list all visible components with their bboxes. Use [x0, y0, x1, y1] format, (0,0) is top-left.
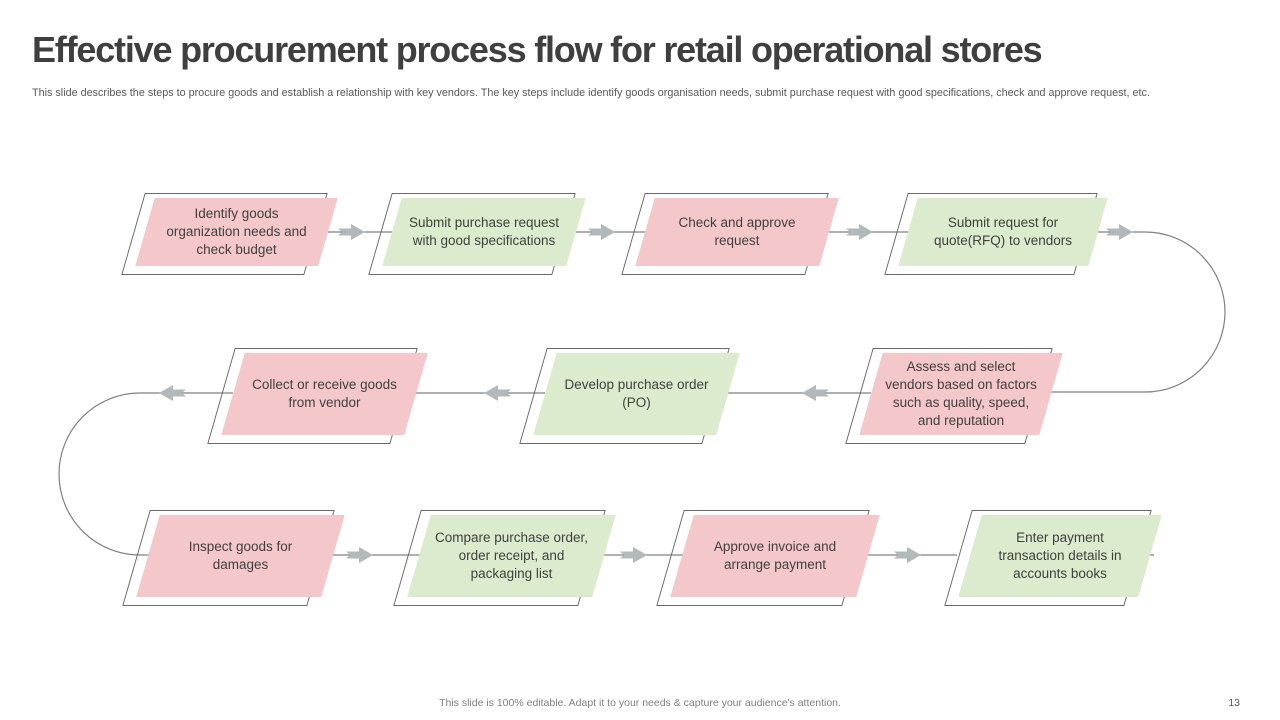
arrow-left-icon: [484, 385, 511, 401]
loop-curve-left: [58, 392, 162, 556]
flow-step-collect-goods: Collect or receive goods from vendor: [207, 348, 428, 444]
flow-step-submit-purchase-request: Submit purchase request with good specif…: [368, 193, 586, 275]
parallelogram-fill: Develop purchase order (PO): [533, 353, 740, 435]
flow-step-label: Compare purchase order, order receipt, a…: [434, 530, 589, 581]
flow-step-label: Approve invoice and arrange payment: [713, 539, 837, 572]
flow-step-label: Submit request for quote(RFQ) to vendors: [933, 215, 1073, 248]
parallelogram-fill: Approve invoice and arrange payment: [670, 515, 880, 597]
flow-step-label: Collect or receive goods from vendor: [252, 377, 397, 410]
flow-step-submit-rfq: Submit request for quote(RFQ) to vendors: [884, 193, 1108, 275]
parallelogram-fill: Check and approve request: [635, 198, 839, 266]
parallelogram-fill: Identify goods organization needs and ch…: [135, 198, 338, 266]
parallelogram-fill: Assess and select vendors based on facto…: [859, 353, 1063, 435]
flow-step-develop-po: Develop purchase order (PO): [519, 348, 740, 444]
flow-step-assess-vendors: Assess and select vendors based on facto…: [845, 348, 1063, 444]
arrow-right-icon: [894, 547, 921, 563]
flow-step-compare-order: Compare purchase order, order receipt, a…: [393, 510, 616, 606]
arrow-right-icon: [846, 224, 873, 240]
flow-step-enter-payment: Enter payment transaction details in acc…: [944, 510, 1162, 606]
flow-step-inspect-goods: Inspect goods for damages: [122, 510, 345, 606]
arrow-right-icon: [346, 547, 373, 563]
parallelogram-fill: Submit purchase request with good specif…: [382, 198, 586, 266]
loop-curve-right: [1051, 231, 1226, 393]
flow-step-label: Develop purchase order (PO): [564, 377, 709, 410]
slide-description: This slide describes the steps to procur…: [32, 87, 1150, 99]
flow-step-label: Submit purchase request with good specif…: [408, 215, 560, 248]
page-title: Effective procurement process flow for r…: [32, 29, 1043, 70]
flow-step-label: Check and approve request: [678, 215, 796, 248]
parallelogram-fill: Collect or receive goods from vendor: [221, 353, 428, 435]
arrow-right-icon: [588, 224, 615, 240]
parallelogram-fill: Enter payment transaction details in acc…: [958, 515, 1162, 597]
arrow-left-icon: [802, 385, 829, 401]
flow-step-label: Enter payment transaction details in acc…: [998, 530, 1122, 581]
arrow-right-icon: [620, 547, 647, 563]
arrow-right-icon: [1106, 224, 1133, 240]
page-number: 13: [1228, 697, 1240, 709]
arrow-right-icon: [338, 224, 365, 240]
flow-step-identify-goods: Identify goods organization needs and ch…: [121, 193, 338, 275]
parallelogram-fill: Inspect goods for damages: [136, 515, 345, 597]
footer-note: This slide is 100% editable. Adapt it to…: [439, 697, 841, 709]
flow-step-approve-invoice: Approve invoice and arrange payment: [656, 510, 880, 606]
arrow-left-icon: [159, 385, 186, 401]
flow-step-label: Assess and select vendors based on facto…: [885, 359, 1037, 428]
parallelogram-fill: Compare purchase order, order receipt, a…: [407, 515, 616, 597]
flow-step-check-approve: Check and approve request: [621, 193, 839, 275]
flow-step-label: Inspect goods for damages: [188, 539, 293, 572]
parallelogram-fill: Submit request for quote(RFQ) to vendors: [898, 198, 1108, 266]
flow-step-label: Identify goods organization needs and ch…: [166, 206, 307, 257]
